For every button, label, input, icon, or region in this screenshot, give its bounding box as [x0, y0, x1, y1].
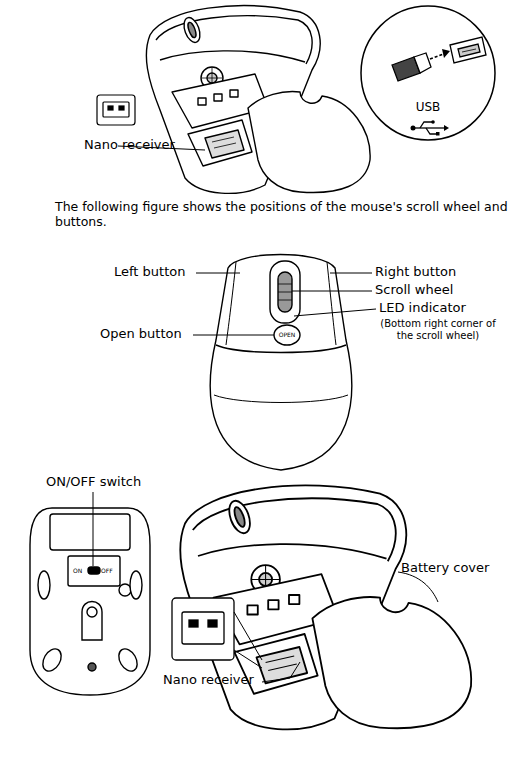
receiver-icon: [97, 95, 135, 125]
leader-lines: [193, 273, 376, 335]
inset-outline: [358, 3, 498, 143]
mouse-top-view: [210, 255, 351, 471]
leader-lines: [234, 572, 438, 682]
receiver-icon: [172, 598, 234, 660]
port-label: USB: [358, 100, 498, 114]
button-marking: OPEN: [272, 331, 302, 338]
part-label: LED indicator: [379, 300, 499, 316]
part-label: Open button: [100, 326, 200, 342]
part-label: Left button: [114, 264, 204, 280]
usb-inset-circle: USB: [358, 3, 498, 143]
part-label: Battery cover: [401, 560, 516, 576]
mouse-bottom-view: [30, 508, 150, 695]
part-label: ON/OFF switch: [46, 474, 176, 490]
part-label: Right button: [375, 264, 495, 280]
part-label: Nano receiver: [163, 672, 283, 688]
note-text: (Bottom right corner of the scroll wheel…: [379, 318, 497, 342]
mouse-open-view: [146, 6, 370, 194]
switch-marking: ON: [73, 567, 89, 574]
note-text: The following figure shows the positions…: [55, 199, 515, 229]
switch-marking: OFF: [101, 567, 119, 574]
leader-line: [93, 492, 94, 566]
part-label: Scroll wheel: [375, 282, 495, 298]
part-label: Nano receiver: [84, 137, 204, 153]
